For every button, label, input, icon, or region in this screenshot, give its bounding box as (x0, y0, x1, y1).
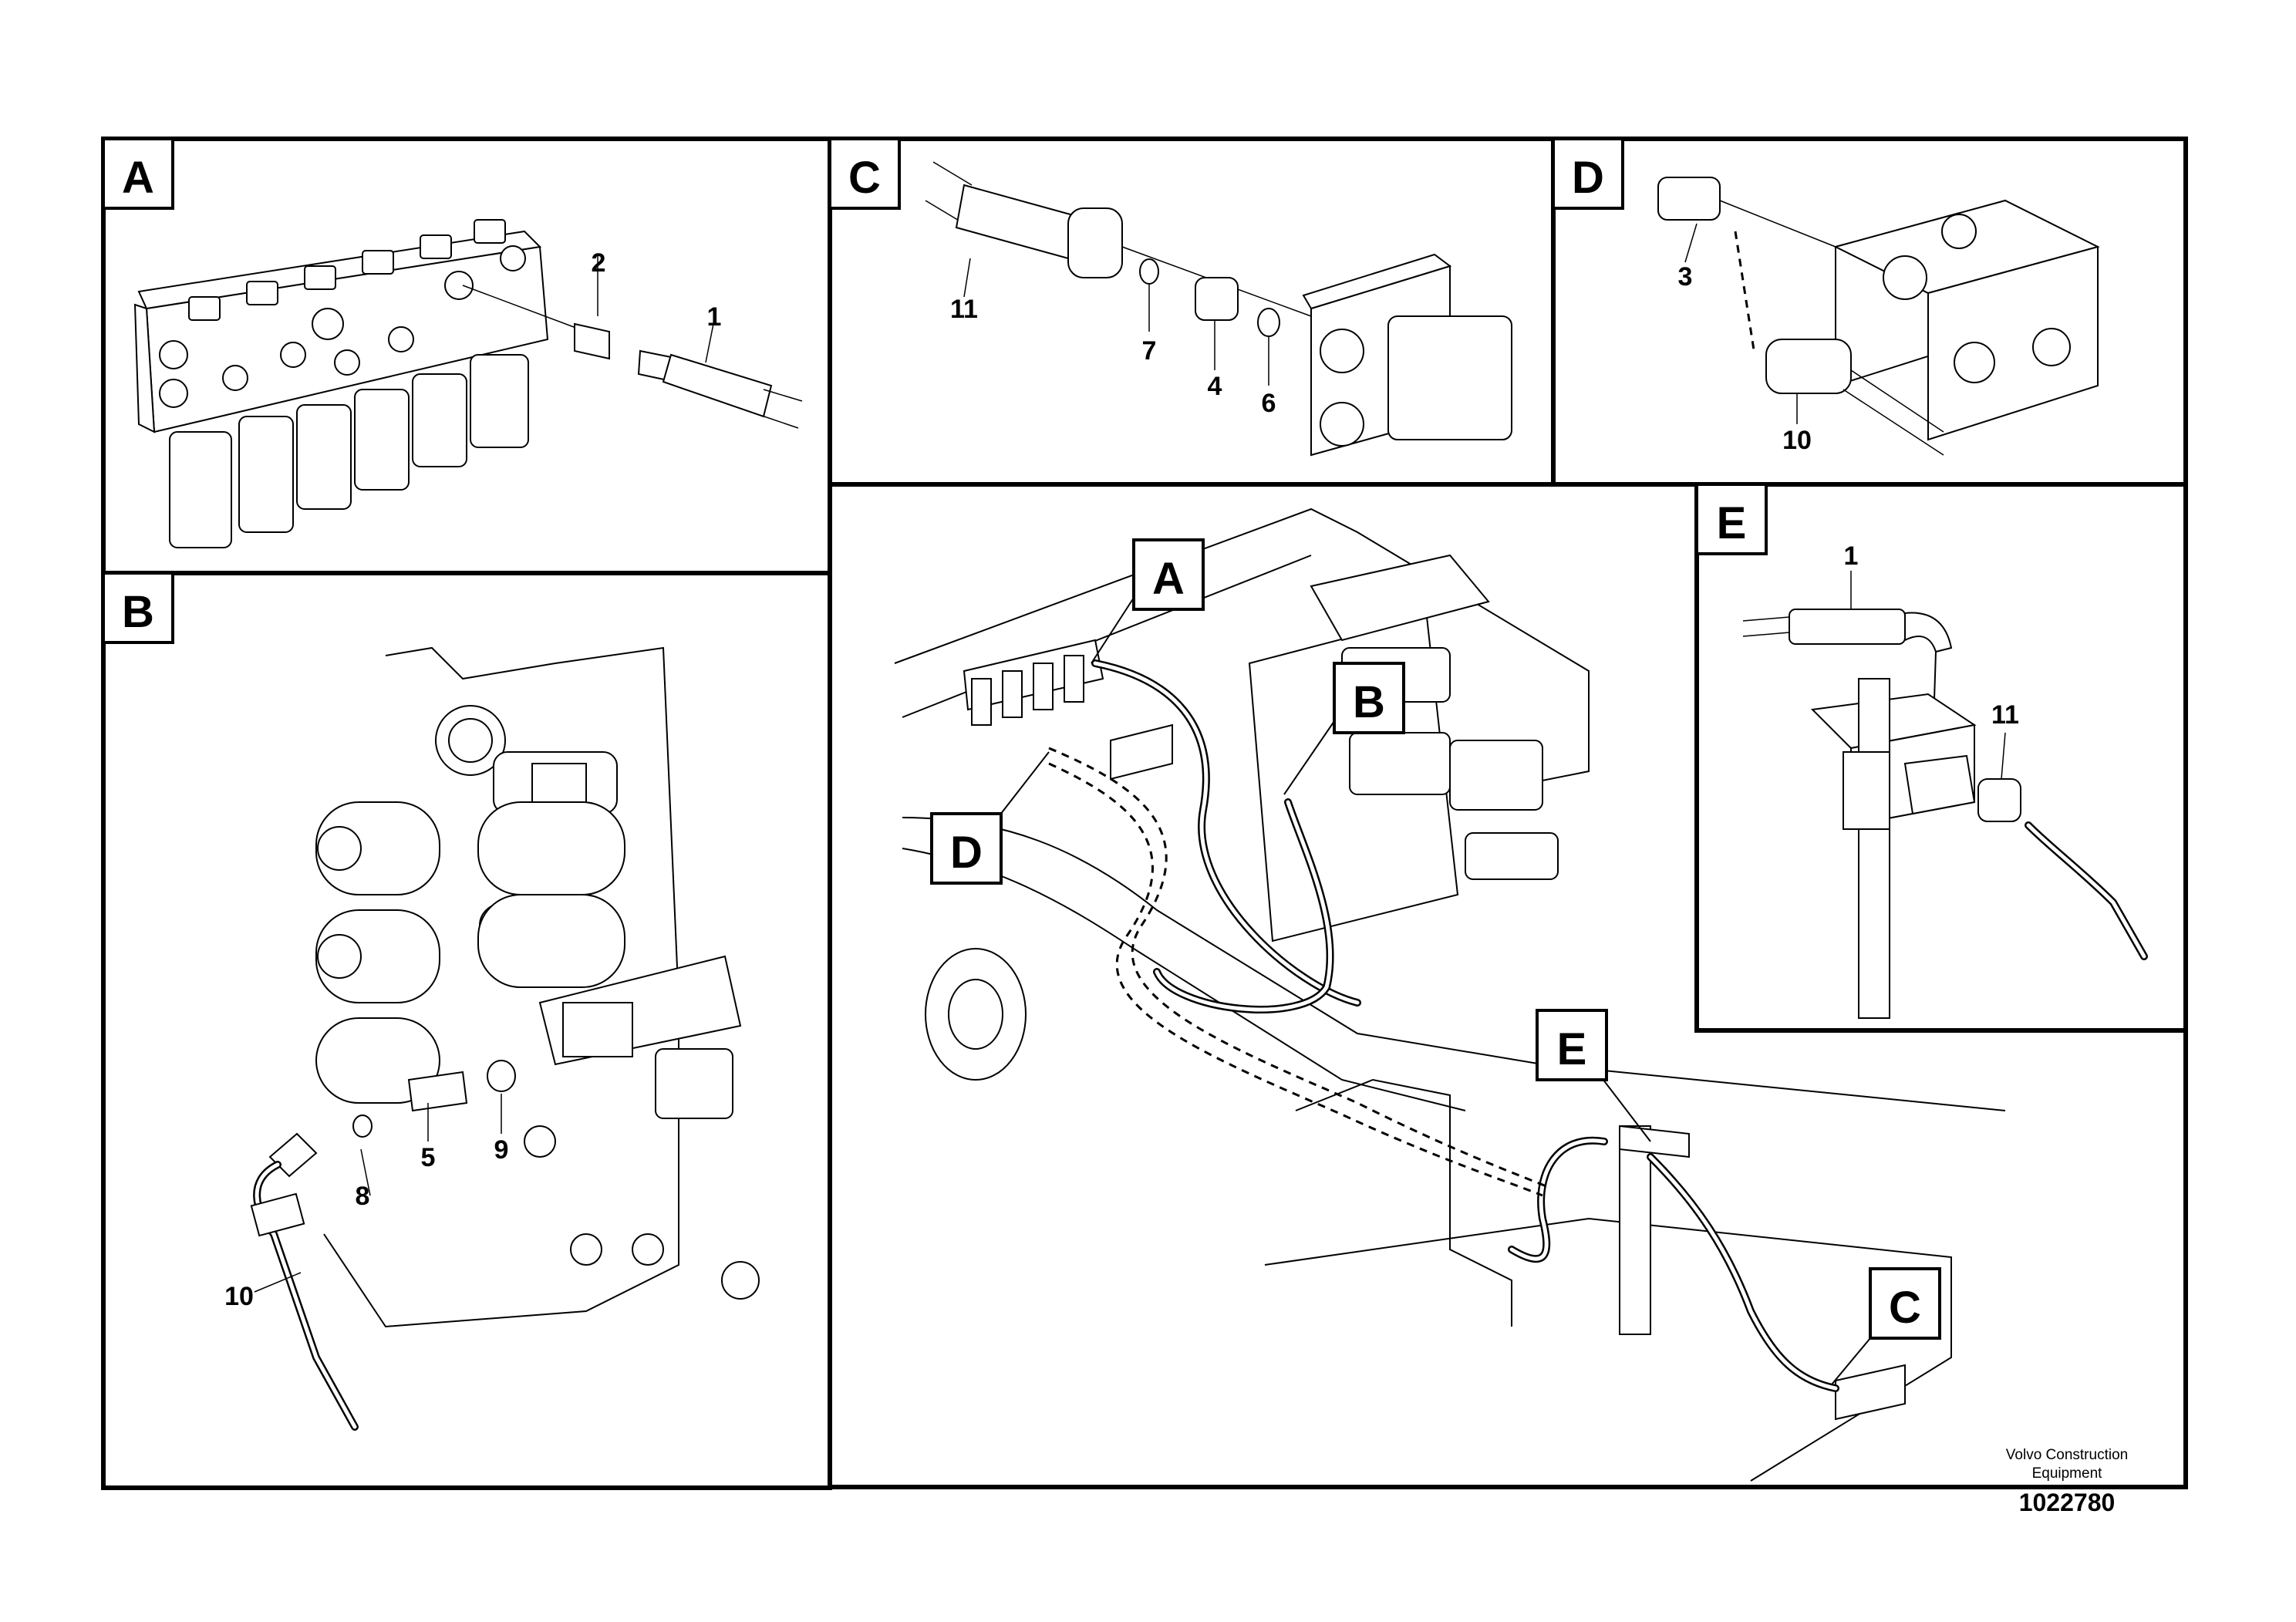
panel-d-tag: D (1552, 137, 1624, 210)
overview-drawing (894, 508, 2006, 1482)
panel-a-drawing (133, 219, 803, 548)
panel-overview-frame (828, 482, 2188, 1489)
callout-5: 5 (421, 1143, 436, 1172)
brand-line-1: Volvo Construction (2005, 1447, 2129, 1463)
panel-d-tag-label: D (1572, 153, 1604, 203)
panel-c-tag-label: C (848, 153, 881, 203)
callout-11: 11 (950, 295, 978, 324)
callout-8: 8 (356, 1182, 370, 1211)
overview-tag-d: D (930, 751, 1050, 885)
callout-1-e: 1 (1844, 541, 1859, 571)
overview-tag-a-label: A (1152, 554, 1185, 604)
document-number: 1022780 (2018, 1489, 2116, 1516)
panel-e-tag-label: E (1717, 498, 1747, 548)
panel-a-tag: A (102, 137, 174, 210)
panel-e-tag: E (1695, 483, 1768, 555)
callout-2: 2 (592, 248, 606, 278)
callout-10-d: 10 (1782, 426, 1812, 455)
callout-9: 9 (494, 1135, 509, 1165)
overview-tag-b: B (1283, 662, 1405, 795)
overview-tag-b-label: B (1353, 677, 1385, 727)
callout-1: 1 (707, 302, 722, 332)
overview-tag-c: C (1831, 1267, 1941, 1385)
panel-e-drawing (1742, 571, 2148, 1019)
overview-tag-c-label: C (1889, 1283, 1921, 1333)
callout-11-e: 11 (1991, 700, 2019, 730)
callout-3: 3 (1678, 262, 1693, 292)
panel-a-tag-label: A (122, 153, 154, 203)
overview-tag-e: E (1536, 1009, 1651, 1142)
panel-b-drawing (250, 646, 760, 1431)
callout-4: 4 (1208, 372, 1222, 401)
brand-caption: Volvo Construction Equipment (1959, 1446, 2175, 1483)
panel-b-tag-label: B (122, 587, 154, 637)
panel-b-tag: B (102, 572, 174, 644)
overview-tag-d-label: D (950, 828, 983, 878)
callout-6: 6 (1262, 389, 1276, 418)
overview-tag-e-label: E (1557, 1024, 1587, 1074)
panel-d-drawing (1657, 177, 2100, 456)
overview-tag-a: A (1091, 538, 1205, 664)
panel-c-tag: C (828, 137, 901, 210)
panel-c-drawing (925, 161, 1512, 457)
callout-7: 7 (1142, 336, 1157, 366)
callout-10: 10 (224, 1282, 254, 1311)
brand-line-2: Equipment (2031, 1465, 2102, 1482)
